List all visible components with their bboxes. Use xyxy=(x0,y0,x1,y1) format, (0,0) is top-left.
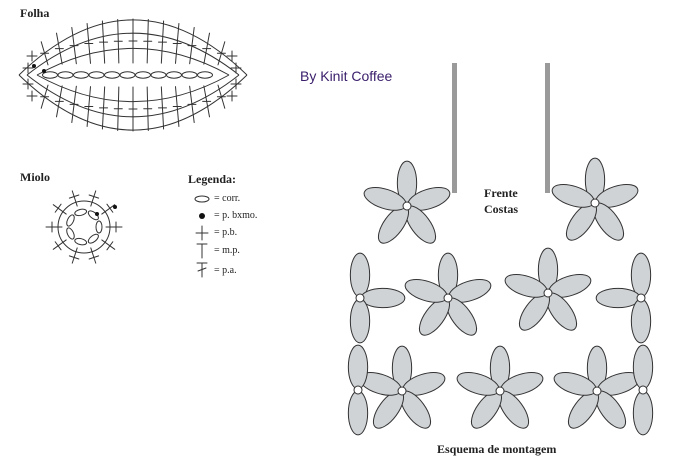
bag-straps xyxy=(452,63,550,193)
stitch-symbol xyxy=(68,255,80,260)
flower-center xyxy=(443,293,453,303)
double-crochet-symbol-icon xyxy=(197,267,207,272)
half-flower-motif xyxy=(595,252,652,344)
half-flower-motif xyxy=(349,252,406,344)
petal xyxy=(630,298,652,344)
assembly-flowers xyxy=(347,157,654,436)
slip-stitch-dot xyxy=(113,205,117,209)
slip-stitch-dot xyxy=(42,69,46,73)
flower-center xyxy=(355,293,365,303)
flower-motif xyxy=(551,157,639,241)
stitch-symbol xyxy=(52,239,67,250)
legend-item-pa: = p.a. xyxy=(214,265,237,276)
petal xyxy=(360,287,406,309)
petal xyxy=(632,390,654,436)
chain-symbol-icon xyxy=(194,195,210,203)
chain-stitch xyxy=(66,214,75,227)
petal xyxy=(347,344,369,390)
flower-motif xyxy=(358,345,446,429)
chain-stitch xyxy=(57,71,74,79)
flower-center xyxy=(495,386,505,396)
stitch-symbol xyxy=(68,194,80,199)
flower-center xyxy=(590,198,600,208)
chain-stitch xyxy=(95,220,103,234)
slip-stitch-symbol-icon xyxy=(199,213,205,219)
stitch-symbol xyxy=(90,247,97,264)
stitch-symbol xyxy=(52,204,67,215)
flower-center xyxy=(543,288,553,298)
legend-item-mp: = m.p. xyxy=(214,245,240,256)
leaf-chart xyxy=(18,18,248,132)
flower-center xyxy=(353,385,363,395)
chain-stitch xyxy=(104,71,120,79)
petal xyxy=(349,298,371,344)
flower-center xyxy=(636,293,646,303)
stitch-symbol xyxy=(101,239,116,250)
stitch-symbol xyxy=(88,194,100,199)
flower-motif xyxy=(456,345,544,429)
flower-motif xyxy=(363,160,451,244)
chain-stitch xyxy=(181,71,198,79)
petal xyxy=(347,390,369,436)
leaf-title: Folha xyxy=(20,6,50,20)
stitch-symbol xyxy=(71,190,78,207)
flower-center xyxy=(592,386,602,396)
chain-stitch xyxy=(74,237,88,246)
chain-stitch xyxy=(135,71,151,79)
stitch-symbol xyxy=(101,204,116,215)
flower-motif xyxy=(553,345,641,429)
chain-stitch xyxy=(88,71,105,79)
chain-stitch xyxy=(87,233,99,244)
legend-title: Legenda: xyxy=(188,172,236,186)
assembly-caption: Esquema de montagem xyxy=(437,442,557,456)
half-flower-motif xyxy=(347,344,369,436)
legend-symbols xyxy=(194,195,210,278)
flower-center xyxy=(638,385,648,395)
front-label: Frente xyxy=(484,186,518,200)
center-chart xyxy=(45,190,123,264)
flower-motif xyxy=(404,252,492,336)
stitch-symbol xyxy=(71,247,78,264)
half-flower-motif xyxy=(632,344,654,436)
chain-stitch xyxy=(74,208,88,217)
petal xyxy=(630,252,652,298)
left-strap xyxy=(452,63,457,193)
chain-stitch xyxy=(66,227,75,240)
right-strap xyxy=(545,63,550,193)
petal xyxy=(632,344,654,390)
legend-item-corr: = corr. xyxy=(214,193,241,204)
credit-text: By Kinit Coffee xyxy=(300,68,393,84)
flower-motif xyxy=(504,247,592,331)
legend-item-pbxmo: = p. bxmo. xyxy=(214,210,258,221)
stitch-symbol xyxy=(54,203,62,213)
flower-center xyxy=(397,386,407,396)
chain-stitch xyxy=(73,71,89,79)
petal xyxy=(349,252,371,298)
chain-stitch xyxy=(87,210,99,221)
center-title: Miolo xyxy=(20,170,50,184)
stitch-symbol xyxy=(106,241,114,251)
chain-stitch xyxy=(119,71,136,79)
stitch-symbol xyxy=(90,190,97,207)
stitch-symbol xyxy=(88,255,100,260)
petal xyxy=(595,287,641,309)
stitch-symbol xyxy=(54,241,62,251)
flower-center xyxy=(402,201,412,211)
chain-stitch xyxy=(197,71,213,79)
stitch-symbol xyxy=(106,203,114,213)
legend-item-pb: = p.b. xyxy=(214,227,238,238)
slip-stitch-dot xyxy=(32,64,36,68)
back-label: Costas xyxy=(484,202,519,216)
chain-stitch xyxy=(166,71,182,79)
slip-stitch-dot xyxy=(95,212,99,216)
chain-stitch xyxy=(150,71,167,79)
